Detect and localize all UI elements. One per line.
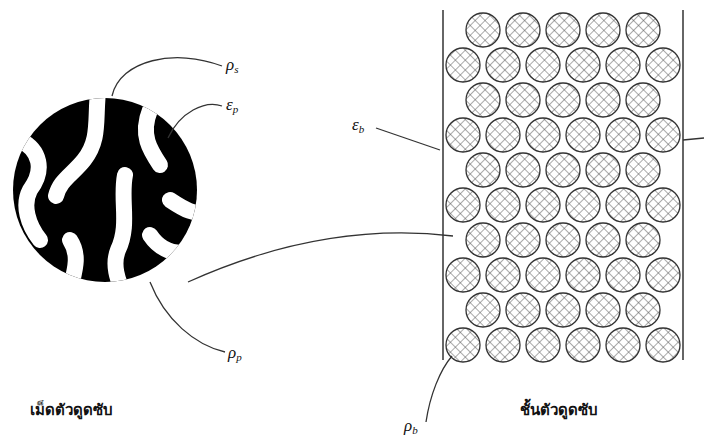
caption-text: เม็ดตัวดูดซับ: [30, 402, 113, 419]
bed-bead: [566, 328, 600, 362]
bed-bead: [466, 153, 500, 187]
leader-lines: [112, 58, 704, 422]
bed-bead: [646, 188, 680, 222]
bed-bead: [586, 83, 620, 117]
bed-bead: [626, 153, 660, 187]
bed-bead: [606, 188, 640, 222]
caption-text: ชั้นตัวดูดซับ: [520, 402, 598, 419]
bed-bead: [626, 83, 660, 117]
bed-bead: [526, 188, 560, 222]
density-symbol: ρs: [226, 56, 238, 75]
bed-bead: [606, 258, 640, 292]
bed-bead: [586, 13, 620, 47]
bed-bead: [646, 118, 680, 152]
density-symbol: ρb: [404, 417, 418, 436]
bed-bead: [646, 328, 680, 362]
bed-bead: [566, 188, 600, 222]
bed-bead: [486, 188, 520, 222]
bed-bead: [546, 223, 580, 257]
bed-bead: [626, 293, 660, 327]
bed-bead: [646, 48, 680, 82]
bed-bead: [466, 13, 500, 47]
density-symbol: ρp: [228, 344, 242, 363]
bed-bead: [546, 13, 580, 47]
bed-bead: [486, 258, 520, 292]
bed-bead: [486, 48, 520, 82]
bed-bead: [606, 328, 640, 362]
bed-bead: [446, 48, 480, 82]
porosity-symbol: εb: [352, 116, 364, 135]
bed-bead: [446, 258, 480, 292]
bed-bead: [606, 48, 640, 82]
bed-bead: [566, 258, 600, 292]
adsorbent-bed: [443, 10, 683, 362]
bed-bead: [506, 13, 540, 47]
bed-bead: [506, 153, 540, 187]
bed-bead: [466, 293, 500, 327]
bed-bead: [626, 223, 660, 257]
bed-bead: [586, 223, 620, 257]
bed-bead: [446, 188, 480, 222]
bed-bead: [506, 83, 540, 117]
bed-bead: [566, 48, 600, 82]
adsorbent-particle: [13, 92, 205, 290]
porosity-symbol: εp: [226, 96, 238, 115]
bed-bead: [626, 13, 660, 47]
bed-bead: [446, 118, 480, 152]
bed-bead: [466, 223, 500, 257]
bed-bead: [526, 328, 560, 362]
bed-bead: [586, 293, 620, 327]
bed-bead: [486, 118, 520, 152]
bed-bead: [526, 258, 560, 292]
bed-bead: [526, 48, 560, 82]
bed-bead: [546, 83, 580, 117]
bed-bead: [466, 83, 500, 117]
bed-bead: [566, 118, 600, 152]
bed-bead: [546, 293, 580, 327]
bed-bead: [446, 328, 480, 362]
bed-bead: [486, 328, 520, 362]
bed-bead: [646, 258, 680, 292]
bed-bead: [526, 118, 560, 152]
bed-bead: [606, 118, 640, 152]
bed-bead: [546, 153, 580, 187]
bed-bead: [586, 153, 620, 187]
bed-bead: [506, 293, 540, 327]
bed-bead: [506, 223, 540, 257]
